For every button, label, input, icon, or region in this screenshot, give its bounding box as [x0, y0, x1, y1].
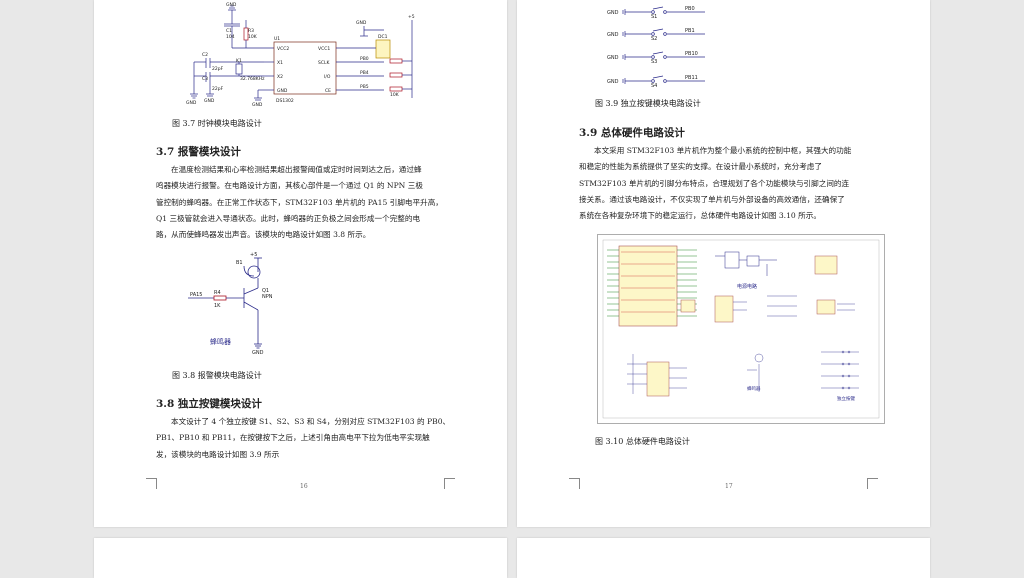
clock-c3: C3 — [202, 76, 208, 82]
margin-mark — [867, 478, 878, 489]
sec37-line: 鸣器模块进行报警。在电路设计方面，其核心部件是一个通过 Q1 的 NPN 三极 — [156, 181, 423, 191]
sec38-paragraph: 本文设计了 4 个独立按键 S1、S2、S3 和 S4，分别对应 STM32F1… — [156, 414, 451, 463]
key-pin: PB0 — [685, 6, 695, 12]
margin-mark — [569, 478, 580, 489]
fig39-caption: 图 3.9 独立按键模块电路设计 — [595, 99, 701, 108]
key-name: S4 — [651, 83, 657, 89]
key-pin: PB11 — [685, 75, 698, 81]
clock-gnd-top: GND — [226, 2, 237, 8]
sec37-line: 管控制的蜂鸣器。在正常工作状态下，STM32F103 单片机的 PA15 引脚电… — [156, 197, 443, 207]
buzzer-r4-val: 1K — [214, 303, 221, 309]
clock-gnd-a: GND — [186, 100, 197, 106]
clock-c3-val: 22pF — [212, 86, 224, 92]
overall-hardware-schematic: 电源电路 蜂鸣器 独立按键 — [597, 234, 885, 424]
keys-circuit-schematic: GND S1 PB0 GND S2 PB1 GND S3 PB10 GND S4… — [607, 6, 705, 89]
clock-dc1: DC1 — [378, 34, 388, 40]
page-number: 17 — [725, 483, 733, 490]
buzzer-q1: Q1 — [262, 288, 269, 294]
clock-io: I/O — [324, 74, 331, 80]
margin-mark — [444, 478, 455, 489]
sec38-line: 本文设计了 4 个独立按键 S1、S2、S3 和 S4，分别对应 STM32F1… — [171, 417, 451, 426]
fig310-caption: 图 3.10 总体硬件电路设计 — [595, 437, 690, 446]
buzzer-gnd: GND — [252, 350, 264, 356]
sec39-line: 本文采用 STM32F103 单片机作为整个最小系统的控制中枢，其强大的功能 — [594, 146, 852, 155]
key-gnd: GND — [607, 55, 619, 61]
overall-power-label: 电源电路 — [737, 283, 757, 290]
clock-circuit-schematic: GND C1 104 R3 10K U1 VCC2 VCC1 X1 SCLK X… — [186, 2, 415, 108]
clock-c2-val: 22pF — [212, 66, 224, 72]
key-pin: PB1 — [685, 28, 695, 34]
overall-buzzer-label: 蜂鸣器 — [747, 385, 761, 392]
buzzer-b1: B1 — [236, 260, 243, 266]
key-name: S3 — [651, 59, 657, 65]
clock-gnd-b: GND — [204, 98, 215, 104]
sec37-line: 在温度检测结果和心率检测结果超出报警阈值或定时时间到达之后，通过蜂 — [171, 165, 422, 174]
clock-u1: U1 — [274, 36, 280, 42]
clock-x2: X2 — [277, 74, 283, 80]
sec39-title: 3.9 总体硬件电路设计 — [579, 127, 685, 139]
clock-ce: CE — [325, 88, 331, 94]
clock-x1: X1 — [277, 60, 283, 66]
sec37-line: Q1 三极管就会进入导通状态。此时，蜂鸣器的正负极之间会形成一个完整的电 — [156, 213, 421, 223]
fig37-caption: 图 3.7 时钟模块电路设计 — [172, 119, 262, 128]
key-gnd: GND — [607, 79, 619, 85]
sec39-paragraph: 本文采用 STM32F103 单片机作为整个最小系统的控制中枢，其强大的功能 和… — [579, 143, 869, 224]
clock-pb4: PB4 — [360, 70, 369, 76]
key-pin: PB10 — [685, 51, 698, 57]
sec39-line: STM32F103 单片机的引脚分布特点，合理规划了各个功能模块与引脚之间的连 — [579, 178, 850, 188]
buzzer-plus5: +5 — [250, 252, 257, 258]
key-gnd: GND — [607, 32, 619, 38]
clock-pb0: PB0 — [360, 56, 369, 62]
sec38-line: 发，该模块的电路设计如图 3.9 所示 — [156, 449, 280, 459]
page-number: 16 — [300, 483, 308, 490]
sec37-title: 3.7 报警模块设计 — [156, 146, 241, 158]
buzzer-circuit-schematic: +5 B1 PA15 R4 1K Q1 NPN GND 蜂鸣器 — [188, 252, 273, 356]
key-name: S1 — [651, 14, 657, 20]
fig38-caption: 图 3.8 报警模块电路设计 — [172, 371, 262, 380]
clock-c1-val: 104 — [226, 34, 235, 40]
margin-mark — [146, 478, 157, 489]
buzzer-name: 蜂鸣器 — [210, 337, 231, 346]
clock-r3: R3 — [248, 28, 254, 34]
sec38-line: PB1、PB10 和 PB11，在按键按下之后，上述引角由高电平下拉为低电平实现… — [156, 433, 430, 443]
document-page-18 — [94, 538, 507, 578]
buzzer-r4: R4 — [214, 290, 221, 296]
overall-keys-label: 独立按键 — [837, 395, 855, 402]
clock-vcc2: VCC2 — [277, 46, 289, 52]
clock-chip: DS1302 — [276, 98, 294, 104]
clock-r3-val: 10K — [248, 34, 258, 40]
key-name: S2 — [651, 36, 657, 42]
sec39-line: 系统在各种复杂环境下的稳定运行，总体硬件电路设计如图 3.10 所示。 — [579, 211, 821, 221]
sec37-paragraph: 在温度检测结果和心率检测结果超出报警阈值或定时时间到达之后，通过蜂 鸣器模块进行… — [156, 162, 446, 243]
clock-vcc-plus: +5 — [408, 14, 415, 20]
clock-c1: C1 — [226, 28, 232, 34]
buzzer-pa15: PA15 — [190, 292, 202, 298]
sec37-line: 路，从而使蜂鸣器发出声音。该模块的电路设计如图 3.8 所示。 — [156, 230, 371, 240]
buzzer-npn: NPN — [262, 294, 273, 300]
clock-sclk: SCLK — [318, 60, 331, 66]
sec38-title: 3.8 独立按键模块设计 — [156, 398, 262, 410]
clock-gnd-dc: GND — [356, 20, 367, 26]
clock-r-val: 10K — [390, 92, 400, 98]
key-gnd: GND — [607, 10, 619, 16]
clock-c2: C2 — [202, 52, 208, 58]
clock-gnd-pin: GND — [277, 88, 288, 94]
clock-gnd-c: GND — [252, 102, 263, 108]
clock-pb5: PB5 — [360, 84, 369, 90]
sec39-line: 接关系。通过该电路设计，不仅实现了单片机与外部设备的高效通信，还确保了 — [579, 194, 845, 204]
clock-vcc1: VCC1 — [318, 46, 330, 52]
document-page-17: GND S1 PB0 GND S2 PB1 GND S3 PB10 GND S4… — [517, 0, 930, 527]
clock-k1: K1 — [236, 58, 242, 64]
clock-crystal: 32.768KHz — [240, 76, 265, 82]
document-page-19 — [517, 538, 930, 578]
document-page-16: GND C1 104 R3 10K U1 VCC2 VCC1 X1 SCLK X… — [94, 0, 507, 527]
sec39-line: 和稳定的性能为系统提供了坚实的支撑。在设计最小系统时，充分考虑了 — [579, 162, 822, 172]
